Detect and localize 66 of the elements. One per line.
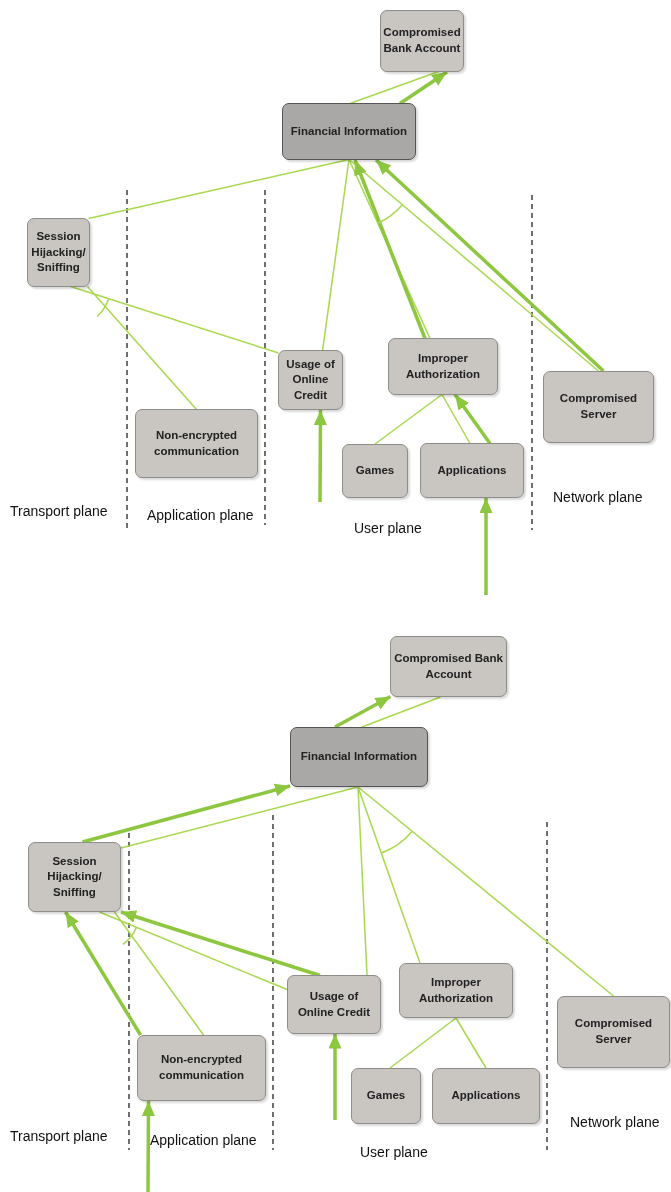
process-box	[388, 338, 498, 395]
plane-label: User plane	[360, 1144, 428, 1160]
process-box	[28, 842, 121, 912]
box-label: Applications	[436, 462, 508, 478]
box-label: Improper Authorization	[404, 351, 482, 382]
attack-arrow	[479, 498, 493, 595]
box-label: Non-encrypted communication	[153, 428, 240, 459]
attack-arrow	[399, 70, 448, 105]
box-label: Non-encrypted communication	[158, 1052, 245, 1083]
connector-line	[441, 393, 471, 445]
connector-line	[374, 393, 443, 445]
process-box	[27, 218, 90, 287]
attack-arrow	[141, 1101, 155, 1192]
connector-line	[357, 786, 368, 976]
box-label: Usage of Online Credit	[296, 989, 372, 1020]
process-box	[278, 350, 343, 410]
connector-line	[113, 911, 205, 1036]
process-box	[290, 727, 428, 787]
process-box	[380, 10, 464, 72]
process-box	[543, 371, 654, 443]
box-label: Session Hijacking/ Sniffing	[30, 229, 87, 276]
plane-label: Transport plane	[10, 1128, 108, 1144]
process-box	[399, 963, 513, 1018]
plane-label: Network plane	[570, 1114, 660, 1130]
plane-label: Transport plane	[10, 503, 108, 519]
connector-line	[120, 786, 359, 849]
attack-arrow	[82, 783, 291, 844]
box-label: Compromised Bank Account	[393, 651, 504, 682]
attack-arrow	[334, 694, 392, 729]
plane-label: User plane	[354, 520, 422, 536]
attack-arrow	[64, 911, 142, 1036]
attack-arrow	[313, 410, 327, 502]
process-box	[351, 1068, 421, 1124]
box-label: Compromised Bank Account	[382, 25, 462, 56]
process-box	[135, 409, 258, 478]
process-box	[432, 1068, 540, 1124]
plane-label: Application plane	[150, 1132, 257, 1148]
process-box	[557, 996, 670, 1068]
attack-arrow	[328, 1033, 342, 1120]
plane-label: Network plane	[553, 489, 643, 505]
connector-line	[357, 786, 615, 997]
connector-line	[455, 1017, 487, 1069]
box-label: Financial Information	[289, 123, 409, 139]
plane-label: Application plane	[147, 507, 254, 523]
process-box	[390, 636, 507, 697]
box-label: Games	[365, 1088, 407, 1104]
process-box	[282, 103, 416, 160]
box-label: Financial Information	[299, 749, 419, 765]
box-label: Compromised Server	[558, 391, 639, 422]
connector-line	[86, 285, 198, 411]
connector-line	[361, 696, 442, 728]
connector-line	[389, 1017, 457, 1069]
box-label: Usage of Online Credit	[285, 356, 336, 403]
connector-line	[98, 911, 288, 991]
connector-line	[321, 158, 350, 352]
box-label: Improper Authorization	[417, 975, 495, 1006]
box-label: Compromised Server	[573, 1016, 654, 1047]
attack-arrow	[453, 393, 492, 445]
process-box	[420, 443, 524, 498]
process-box	[287, 975, 381, 1034]
box-label: Session Hijacking/ Sniffing	[46, 853, 103, 900]
box-label: Games	[354, 463, 396, 479]
process-box	[137, 1035, 266, 1101]
connector-line	[357, 786, 421, 964]
box-label: Applications	[450, 1088, 522, 1104]
process-box	[342, 444, 408, 498]
